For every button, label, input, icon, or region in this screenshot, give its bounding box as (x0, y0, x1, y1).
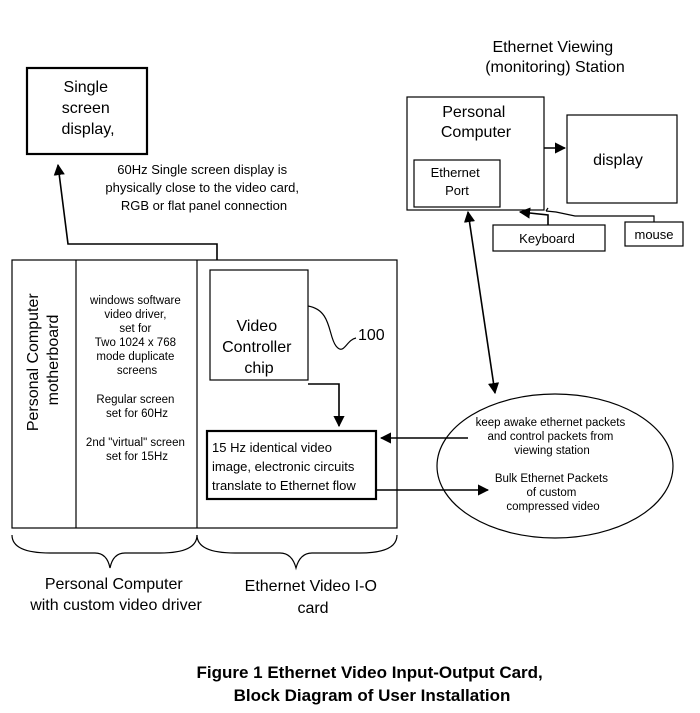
keyboard-label: Keyboard (519, 231, 575, 246)
card-brace (197, 535, 397, 568)
pc-brace (12, 535, 197, 568)
pc-brace-label: Personal Computer with custom video driv… (29, 576, 202, 614)
display-connection-note: 60Hz Single screen display is physically… (105, 162, 302, 213)
viewing-display-label: display (593, 152, 643, 169)
card-brace-label: Ethernet Video I-O card (245, 578, 382, 617)
single-screen-display-label: Single screen display, (61, 79, 114, 138)
figure-caption: Figure 1 Ethernet Video Input-Output Car… (196, 663, 547, 705)
reference-number: 100 (358, 327, 385, 344)
mouse-cable (546, 211, 654, 222)
mouse-cable-end (546, 208, 548, 211)
mouse-label: mouse (634, 227, 673, 242)
packets-ellipse (437, 394, 673, 538)
monitor-station-title: Ethernet Viewing (monitoring) Station (485, 39, 625, 76)
port-to-packets-arrow (468, 212, 495, 393)
keyboard-to-port-arrow (520, 212, 548, 225)
